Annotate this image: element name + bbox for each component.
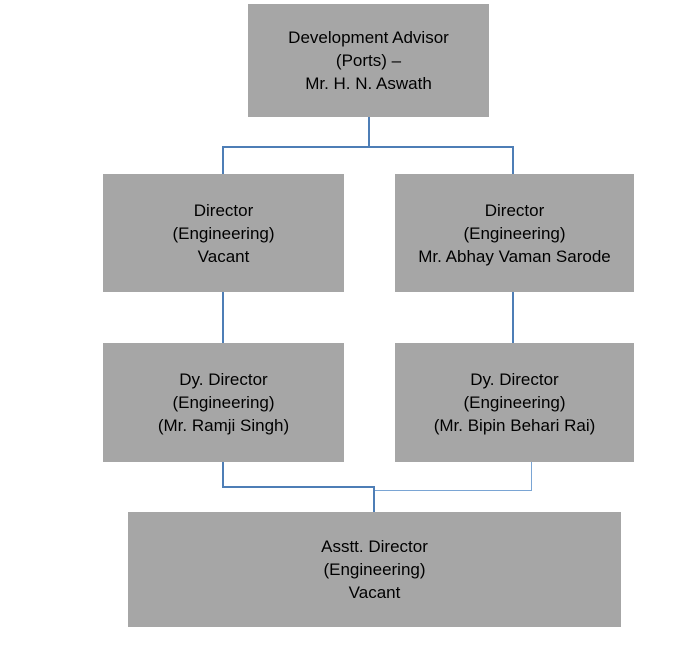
org-box-person: Vacant	[197, 246, 250, 266]
org-box-detail: (Engineering)	[463, 393, 566, 412]
connector-left-level3-4-vert	[222, 462, 224, 488]
org-box-dy-director-right: Dy. Director (Engineering) (Mr. Bipin Be…	[395, 343, 634, 462]
org-box-asstt-director: Asstt. Director (Engineering) Vacant	[128, 512, 621, 627]
connector-top-horizontal	[222, 146, 514, 148]
connector-left-level3-4-horiz	[222, 486, 375, 488]
org-box-detail: (Engineering)	[172, 223, 275, 243]
org-box-title: Director	[193, 200, 254, 220]
org-box-title: Dy. Director	[179, 370, 268, 389]
org-box-development-advisor: Development Advisor (Ports) – Mr. H. N. …	[248, 4, 489, 117]
connector-right-level2-3	[512, 292, 514, 343]
connector-center-drop	[373, 486, 375, 512]
org-box-person: (Mr. Bipin Behari Rai)	[433, 416, 596, 435]
org-box-director-left: Director (Engineering) Vacant	[103, 174, 344, 292]
connector-left-level2-3	[222, 292, 224, 343]
connector-right-level3-4-vert	[531, 462, 532, 491]
org-box-detail: (Ports) –	[335, 51, 402, 70]
org-box-person: Mr. H. N. Aswath	[305, 74, 432, 93]
org-box-detail: (Engineering)	[172, 393, 275, 412]
org-box-title: Asstt. Director	[321, 537, 428, 556]
connector-drop-left	[222, 146, 224, 174]
org-box-title: Development Advisor	[288, 28, 449, 47]
connector-drop-right	[512, 146, 514, 174]
connector-top-vertical	[368, 117, 370, 147]
org-box-director-right: Director (Engineering) Mr. Abhay Vaman S…	[395, 174, 634, 292]
org-box-person: Vacant	[348, 583, 401, 602]
org-box-title: Director	[484, 200, 545, 220]
org-box-dy-director-left: Dy. Director (Engineering) (Mr. Ramji Si…	[103, 343, 344, 462]
org-box-detail: (Engineering)	[323, 560, 426, 579]
org-box-person: (Mr. Ramji Singh)	[157, 416, 290, 435]
org-box-title: Dy. Director	[470, 370, 559, 389]
connector-right-level3-4-horiz	[375, 490, 532, 491]
org-box-detail: (Engineering)	[463, 223, 566, 243]
org-box-person: Mr. Abhay Vaman Sarode	[418, 246, 611, 266]
